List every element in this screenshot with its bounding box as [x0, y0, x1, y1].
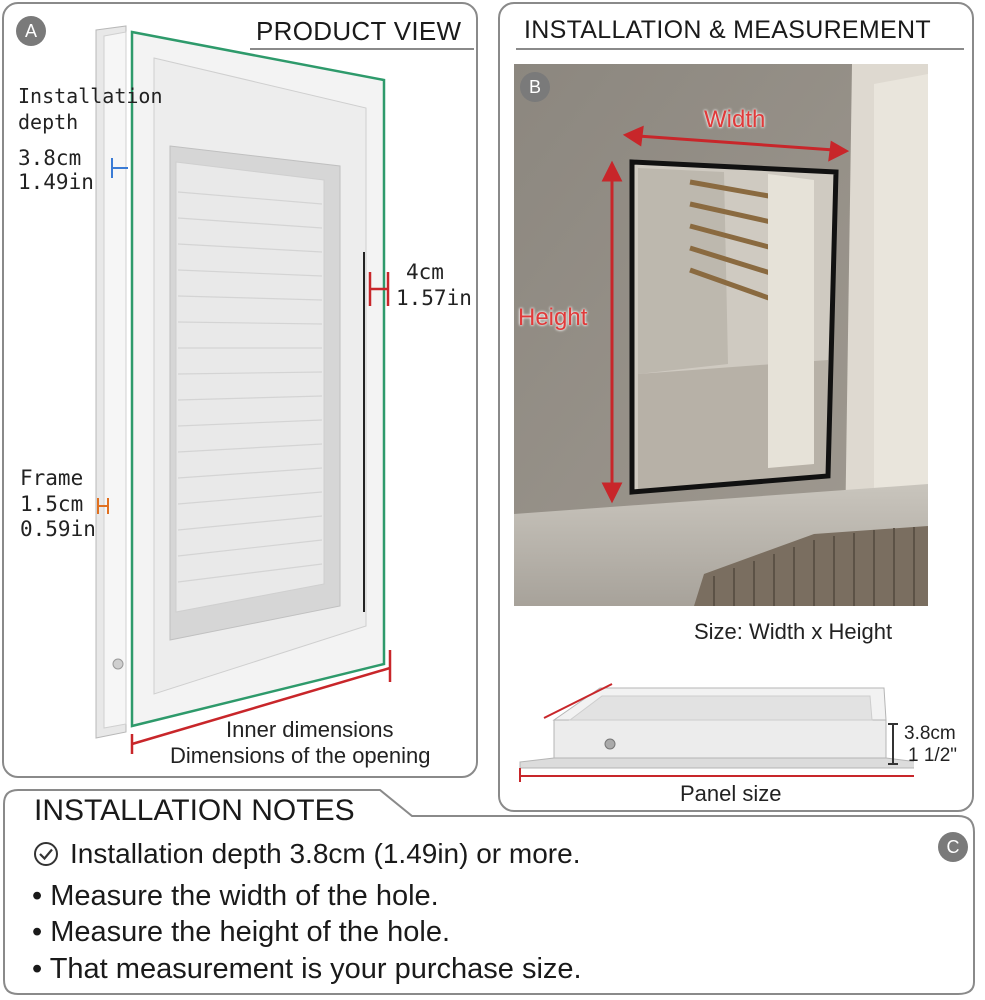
- panel-size-label: Panel size: [680, 781, 782, 806]
- install-depth-label-1: Installation: [18, 84, 163, 108]
- size-caption: Size: Width x Height: [694, 619, 893, 644]
- bullet-dot: •: [32, 916, 43, 948]
- panel-depth-cm: 3.8cm: [904, 723, 956, 744]
- check-circle-icon: [34, 842, 58, 866]
- side-width-cm: 4cm: [406, 260, 444, 284]
- product-view-panel: A PRODUCT VIEW: [2, 2, 478, 778]
- width-label: Width: [704, 106, 766, 133]
- opening-dimensions-label: Dimensions of the opening: [170, 743, 431, 768]
- install-depth-cm: 3.8cm: [18, 146, 82, 170]
- bullet-text: Measure the width of the hole.: [50, 880, 439, 912]
- bullet-item-3: • That measurement is your purchase size…: [32, 953, 582, 986]
- bullet-text: That measurement is your purchase size.: [49, 953, 582, 985]
- louver-panel: [175, 161, 325, 613]
- bullet-dot: •: [32, 953, 43, 985]
- product-view-title: PRODUCT VIEW: [256, 16, 462, 46]
- panel-frame-illustration: [519, 683, 914, 782]
- frame-cm: 1.5cm: [20, 492, 84, 516]
- check-line: Installation depth 3.8cm (1.49in) or mor…: [32, 838, 580, 870]
- side-width-in: 1.57in: [396, 286, 472, 310]
- door-illustration: [95, 25, 392, 754]
- frame-label: Frame: [20, 466, 84, 490]
- panel-depth-in: 1 1/2": [908, 745, 958, 766]
- installation-measurement-title: INSTALLATION & MEASUREMENT: [524, 16, 931, 44]
- badge-b: B: [520, 72, 550, 102]
- wall-opening-graphic: [514, 64, 928, 606]
- badge-c: C: [938, 832, 968, 862]
- check-line-text: Installation depth 3.8cm (1.49in) or mor…: [70, 838, 581, 869]
- badge-a: A: [16, 16, 46, 46]
- bullet-dot: •: [32, 880, 43, 912]
- install-depth-in: 1.49in: [18, 170, 94, 194]
- title-underline: [250, 48, 474, 50]
- install-depth-label-2: depth: [18, 110, 79, 134]
- measurement-photo: B Width Height: [514, 64, 928, 606]
- frame-in: 0.59in: [20, 517, 96, 541]
- bullet-text: Measure the height of the hole.: [50, 916, 451, 948]
- installation-measurement-panel: INSTALLATION & MEASUREMENT: [498, 2, 974, 812]
- bullet-item-2: • Measure the height of the hole.: [32, 916, 450, 949]
- notes-title: INSTALLATION NOTES: [34, 794, 355, 827]
- inner-dimensions-label: Inner dimensions: [226, 717, 394, 742]
- notes-frame: [3, 789, 975, 995]
- title-underline-b: [516, 48, 964, 50]
- height-label: Height: [518, 304, 588, 331]
- depth-bracket: [888, 723, 898, 765]
- bullet-item-1: • Measure the width of the hole.: [32, 880, 439, 913]
